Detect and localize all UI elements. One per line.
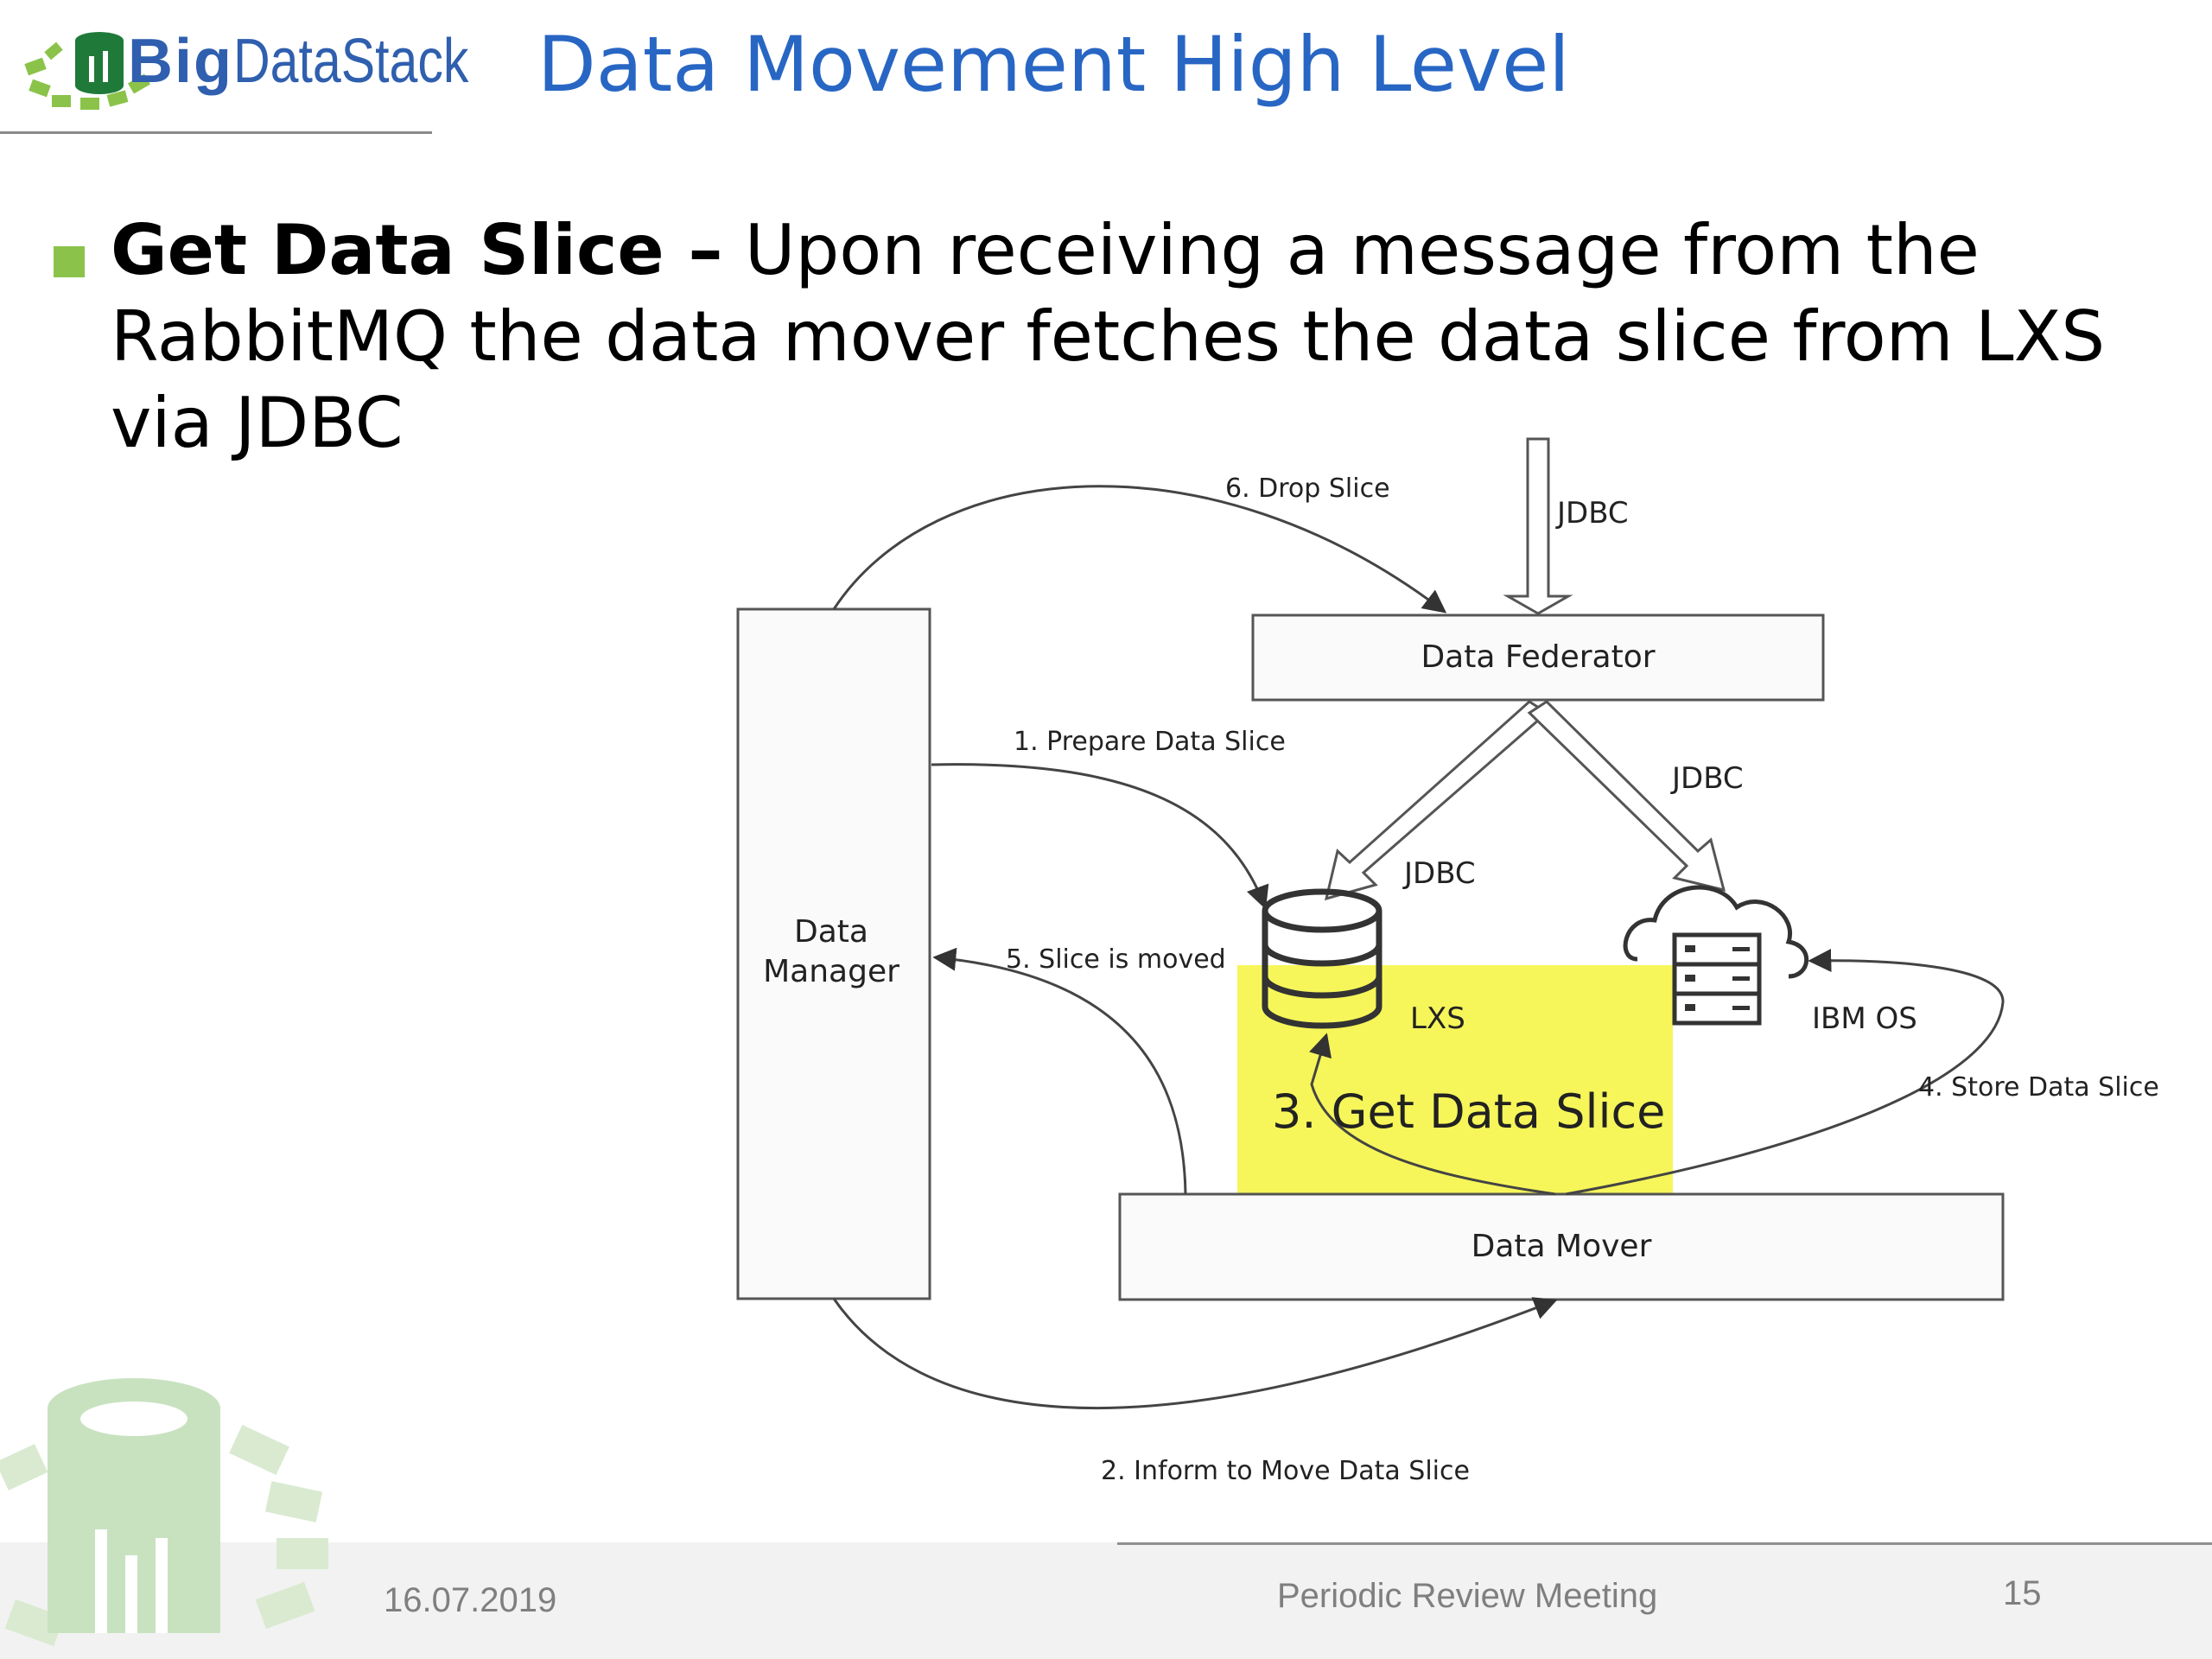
bullet-body: Upon receiving a message from the Rabbit… (111, 210, 2106, 463)
jdbc-top-label: JDBC (1555, 496, 1629, 531)
watermark-logo-icon (0, 1378, 328, 1647)
bullet-square-icon (54, 246, 85, 277)
data-federator-box (1251, 613, 1825, 702)
data-mover-box (1118, 1192, 2005, 1301)
jdbc-right-label: JDBC (1670, 761, 1744, 796)
jdbc-top-arrow (1503, 437, 1573, 615)
step6-label: 6. Drop Slice (1225, 474, 1390, 504)
footer-band (0, 1542, 2212, 1659)
data-mover-label: Data Mover (1471, 1229, 1652, 1264)
inform-move-arrow (832, 1297, 1558, 1410)
step1-label: 1. Prepare Data Slice (1014, 727, 1286, 757)
header-divider (0, 131, 432, 134)
prepare-slice-arrow (931, 763, 1269, 910)
bullet-paragraph: Get Data Slice – Upon receiving a messag… (111, 207, 2184, 467)
bullet-lead: Get Data Slice – (111, 210, 723, 290)
data-manager-label-1: Data (794, 914, 868, 950)
slice-moved-arrow (932, 947, 1187, 1195)
jdbc-left-label: JDBC (1402, 856, 1476, 891)
step2-label: 2. Inform to Move Data Slice (1101, 1456, 1470, 1486)
cloud-server-icon (1623, 885, 1809, 1026)
jdbc-right-arrow (1527, 700, 1726, 893)
step3-label: 3. Get Data Slice (1272, 1084, 1665, 1139)
data-manager-label-2: Manager (763, 954, 899, 989)
slide-title: Data Movement High Level (537, 20, 1570, 109)
database-icon (1262, 888, 1382, 1029)
data-manager-box (736, 607, 931, 1300)
step4-label: 4. Store Data Slice (1918, 1072, 2159, 1103)
lxs-label: LXS (1410, 1001, 1465, 1036)
bigdatastack-logo-icon (24, 32, 151, 110)
highlight-box (1237, 965, 1673, 1195)
footer-divider (1117, 1542, 2212, 1545)
footer-meeting: Periodic Review Meeting (1277, 1577, 1658, 1615)
page-number: 15 (2003, 1574, 2042, 1612)
logo-datastack: DataStack (232, 27, 469, 96)
get-slice-arrow (1309, 1033, 1556, 1196)
step5-label: 5. Slice is moved (1006, 944, 1226, 975)
logo-big: Big (128, 27, 233, 96)
data-federator-label: Data Federator (1421, 639, 1655, 675)
store-slice-arrow (1565, 949, 2005, 1196)
drop-slice-arrow (832, 485, 1447, 613)
logo-wordmark: BigDataStack (128, 22, 520, 100)
ibm-os-label: IBM OS (1812, 1001, 1917, 1036)
footer-date: 16.07.2019 (384, 1581, 557, 1619)
